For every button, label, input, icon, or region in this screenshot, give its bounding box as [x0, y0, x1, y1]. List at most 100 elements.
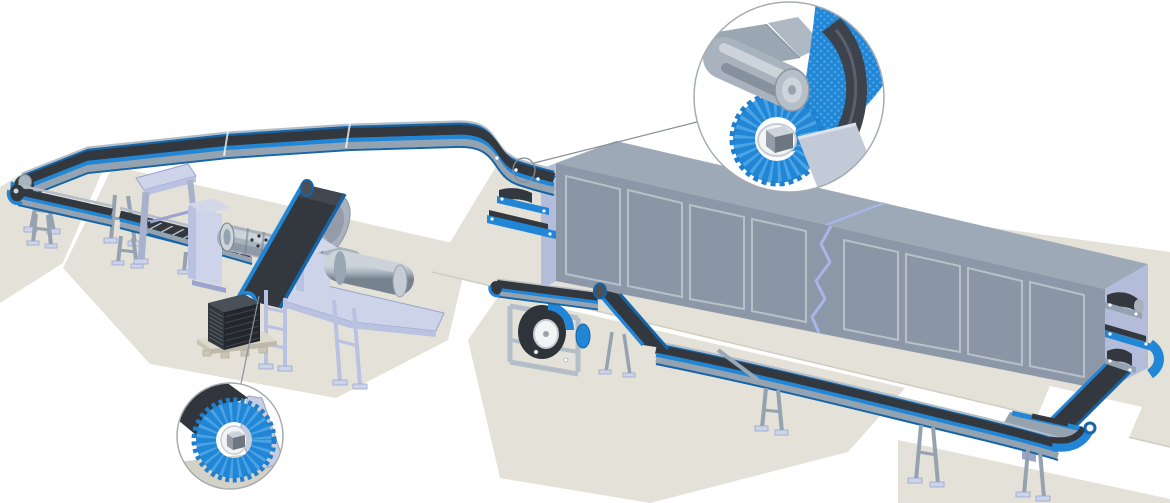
incline-rail-far [278, 193, 347, 309]
exit-transfer-unit [1002, 410, 1086, 462]
discharge-end-belt-up [1049, 426, 1088, 445]
transfer-deck [1002, 412, 1086, 444]
incline-belt [238, 184, 345, 308]
callout-bl-content [177, 383, 283, 489]
extruder-unit [279, 238, 445, 337]
discharge-conveyor [656, 340, 1097, 502]
guide-roller-blue [575, 323, 591, 349]
tunnel-panel [967, 266, 1023, 367]
unwinder-screws [533, 349, 569, 363]
callout-circle-border [176, 382, 284, 490]
callout-tr-content [694, 2, 884, 192]
callout-circle-border [693, 1, 885, 193]
gantry-leg-front [137, 191, 150, 263]
tunnel-panel [565, 174, 621, 287]
entrance-deck-lower [487, 215, 556, 239]
incline-top-drum [300, 179, 314, 197]
overhead-return-belt [488, 278, 670, 378]
extruder-plinth-edge [280, 300, 436, 337]
discharge-end-drum [1083, 421, 1097, 435]
gantry-beam-front [144, 176, 196, 196]
incline-rear-legs [332, 299, 362, 387]
sprocket-teeth [191, 397, 277, 483]
drum-end-hub [223, 229, 231, 245]
stack-laminations [208, 308, 224, 346]
shaft-cube-top [766, 126, 793, 137]
infeed-legs [31, 213, 202, 276]
unwind-incline-feet [598, 369, 636, 378]
unwind-incline-rail-far [618, 293, 670, 350]
stack-top [208, 294, 260, 312]
tank-end-cap [392, 264, 408, 298]
tunnel-panel [689, 203, 745, 311]
pallet-side [211, 341, 277, 354]
belt-seam [223, 130, 229, 157]
exit-drum-tier1 [1134, 299, 1144, 313]
belt-wrap-stripes [196, 402, 272, 478]
shaft-cube-left [227, 434, 233, 450]
leader-line-bottom-left [240, 295, 260, 385]
leader-line-top-right [533, 121, 698, 164]
scurve-screws [495, 156, 540, 181]
beam-seam [765, 23, 801, 59]
drum-stand-front [196, 208, 222, 286]
tunnel-panels [565, 174, 1085, 379]
unwind-incline [592, 282, 670, 378]
exit-belt-tier2 [1105, 324, 1146, 342]
belt-guard-dark [822, 18, 868, 152]
belt-seam [345, 122, 351, 149]
unwind-incline-legs [604, 331, 632, 376]
tunnel-panel [905, 252, 961, 354]
exit-belt-tier1 [1107, 292, 1138, 312]
drum-stand-base [192, 280, 226, 293]
tunnel-section-seam [810, 225, 833, 334]
exit-screws [1108, 303, 1148, 372]
shaft-cube-left [766, 130, 775, 153]
infeed-head-rim [6, 189, 23, 206]
detail-ring-marker [512, 157, 536, 183]
discharge-legs [760, 387, 1046, 499]
infeed-head-shaft [13, 188, 19, 194]
entrance-deck-upper [497, 196, 549, 215]
gantry-foot [133, 258, 149, 265]
entrance-belt-lower [489, 210, 548, 230]
shaft-cube-right [233, 435, 245, 450]
tunnel-panel [627, 188, 683, 299]
exit-arm-tier1 [1105, 302, 1142, 319]
gantry-crossbar [149, 210, 189, 224]
unwind-incline-belt [594, 288, 668, 349]
elevated-conveyor [10, 120, 556, 247]
roller-highlight [719, 43, 789, 81]
extruder-stand-front [304, 250, 330, 298]
tank-highlight [339, 255, 399, 273]
entrance-screws [490, 197, 552, 236]
callout-detail-top-right [693, 1, 885, 193]
tunnel-panel [1029, 280, 1085, 379]
unwind-incline-drum [593, 282, 607, 300]
tunnel-panel [751, 217, 807, 324]
unwinder-station [507, 302, 591, 377]
floor-slab-bottom-right [898, 440, 1170, 503]
tank-body [324, 250, 414, 295]
transfer-belt-dark [1031, 413, 1069, 427]
drum-stand-top [188, 198, 230, 214]
tank-collar [334, 251, 346, 285]
exit-deck-tier2 [1105, 330, 1152, 351]
drum-stand-side [188, 206, 196, 280]
return-head [490, 281, 502, 295]
shaft-cube-right [775, 133, 793, 153]
exit-arm-tier3 [1105, 358, 1136, 373]
callout-detail-bottom-left [176, 382, 284, 490]
incline-feet [258, 363, 368, 390]
diverter-bar [716, 348, 760, 382]
return-head-rim [488, 285, 501, 298]
leader-lines [240, 121, 698, 385]
tunnel-roof-seam [825, 201, 885, 227]
tunnel-entrance-tiers [487, 188, 556, 239]
roller-end-hub [788, 85, 796, 95]
pallet-feet [202, 346, 268, 359]
tunnel-panel [843, 238, 899, 342]
exit-belt-curl [1146, 339, 1164, 379]
